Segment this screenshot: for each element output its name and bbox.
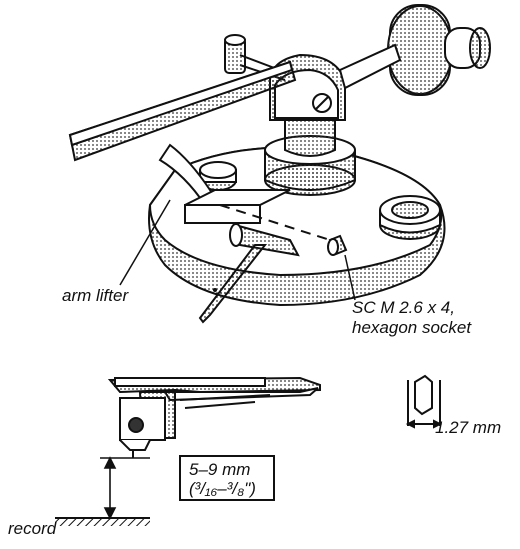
hex-socket-detail — [405, 374, 443, 429]
screw-spec-line2: hexagon socket — [352, 318, 472, 337]
headshell-cartridge — [107, 376, 321, 458]
height-dimension — [100, 456, 150, 520]
stylus-height-imperial: (³/₁₆–³/₈") — [189, 479, 256, 498]
stylus-height-box: 5–9 mm (³/₁₆–³/₈") — [179, 455, 275, 501]
tonearm-tube — [68, 43, 402, 162]
record-surface — [55, 517, 150, 526]
arm-lifter-leader — [119, 199, 171, 286]
grub-screw — [327, 234, 348, 256]
screw-leader-dashed — [219, 204, 331, 241]
lifter-lever — [198, 223, 300, 324]
hex-width-label: 1.27 mm — [435, 418, 502, 437]
stylus-height-metric: 5–9 mm — [189, 460, 251, 479]
screw-label-leader — [344, 254, 356, 301]
record-label: record — [8, 519, 57, 538]
screw-spec-label: SC M 2.6 x 4, hexagon socket — [352, 298, 471, 338]
arm-lifter-label: arm lifter — [62, 286, 129, 305]
screw-spec-line1: SC M 2.6 x 4, — [352, 298, 455, 317]
counterweight — [387, 4, 491, 96]
cue-damper — [379, 195, 441, 240]
